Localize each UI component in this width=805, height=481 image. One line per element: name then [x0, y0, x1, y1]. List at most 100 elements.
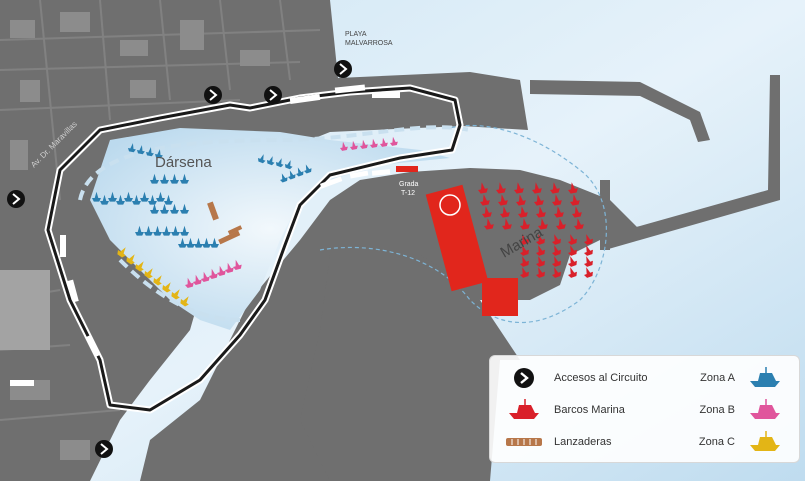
boat-mark	[92, 191, 101, 202]
boat-mark	[570, 194, 580, 206]
boat-mark	[148, 194, 157, 205]
circuit-track	[44, 84, 464, 414]
boat-mark	[153, 275, 162, 286]
grada-label-1: Grada	[399, 181, 419, 188]
boat-mark	[584, 267, 593, 278]
boat-mark	[518, 206, 528, 218]
channel-lines	[78, 125, 471, 322]
legend-label: Barcos Marina	[554, 404, 625, 416]
boat-mark	[480, 194, 490, 206]
boat-mark	[156, 191, 165, 202]
boat-mark	[137, 145, 145, 155]
boat-mark	[572, 206, 582, 218]
legend-label: Zona C	[698, 436, 735, 448]
legend-label: Zona A	[700, 372, 735, 384]
legend-item-zona-a: Zona A	[700, 366, 789, 390]
boat-mark	[160, 173, 169, 184]
blue-boat-icon	[741, 367, 789, 389]
zona-b-boats	[185, 136, 398, 289]
playa-label-1: PLAYA	[345, 31, 367, 38]
boat-mark	[514, 182, 524, 194]
boat-mark	[280, 173, 288, 183]
boat-mark	[117, 247, 126, 258]
yellow-boat-icon	[741, 431, 789, 453]
zona-a-boats	[92, 143, 312, 248]
boat-mark	[520, 218, 530, 230]
boat-mark	[185, 277, 194, 289]
boat-mark	[126, 254, 135, 265]
track-markers	[10, 84, 400, 386]
boat-mark	[150, 173, 159, 184]
access-arrow-icon[interactable]	[264, 86, 282, 104]
boat-mark	[536, 256, 545, 267]
legend-item-zona-b: Zona B	[700, 398, 789, 422]
boat-mark	[186, 237, 195, 248]
boat-mark	[536, 245, 545, 256]
boat-mark	[201, 271, 210, 283]
boat-mark	[135, 261, 144, 272]
boat-mark	[132, 194, 141, 205]
boat-mark	[568, 256, 577, 267]
grada-t12-stand	[396, 166, 418, 172]
boat-mark	[350, 140, 358, 150]
boat-mark	[550, 182, 560, 194]
boat-mark	[153, 225, 162, 236]
access-arrow-icon[interactable]	[7, 190, 25, 208]
boat-mark	[484, 218, 494, 230]
boat-mark	[568, 267, 577, 278]
boat-mark	[150, 203, 159, 214]
boat-mark	[552, 267, 561, 278]
boat-mark	[478, 182, 488, 194]
boat-mark	[552, 256, 561, 267]
boat-mark	[536, 234, 545, 245]
boat-mark	[210, 237, 219, 248]
boat-mark	[552, 194, 562, 206]
boat-mark	[516, 194, 526, 206]
boat-mark	[162, 282, 171, 293]
legend-label: Zona B	[699, 404, 735, 416]
boat-mark	[116, 194, 125, 205]
access-point-markers	[7, 60, 352, 458]
boat-mark	[144, 225, 153, 236]
boat-mark	[532, 182, 542, 194]
zona-c-boats	[117, 247, 189, 307]
boat-mark	[520, 256, 529, 267]
boat-mark	[520, 267, 529, 278]
boat-mark	[496, 182, 506, 194]
boat-mark	[536, 206, 546, 218]
red-boat-icon	[500, 399, 548, 421]
boat-mark	[288, 170, 296, 180]
boat-mark	[552, 234, 561, 245]
grada-label-2: T-12	[401, 190, 415, 197]
boat-mark	[180, 173, 189, 184]
breakwater-east	[600, 75, 780, 250]
boat-mark	[520, 245, 529, 256]
breakwater-north	[530, 80, 710, 142]
boat-mark	[233, 259, 242, 271]
boat-mark	[556, 218, 566, 230]
boat-mark	[498, 194, 508, 206]
boat-mark	[370, 138, 378, 148]
boat-mark	[390, 136, 398, 146]
boat-mark	[135, 225, 144, 236]
boat-mark	[340, 141, 348, 151]
boat-mark	[534, 194, 544, 206]
boat-mark	[552, 245, 561, 256]
boat-mark	[584, 256, 593, 267]
access-arrow-icon[interactable]	[95, 440, 113, 458]
access-arrow-icon[interactable]	[204, 86, 222, 104]
city-blocks	[0, 12, 270, 460]
legend: Accesos al Circuito Barcos Marina Lanzad…	[489, 355, 800, 463]
boat-mark	[128, 143, 136, 153]
boat-mark	[160, 203, 169, 214]
boat-mark	[155, 149, 163, 159]
access-arrow-icon[interactable]	[334, 60, 352, 78]
boat-mark	[180, 225, 189, 236]
shuttle-boats	[207, 201, 243, 245]
legend-label: Accesos al Circuito	[554, 372, 648, 384]
boat-mark	[520, 234, 529, 245]
marina-route	[319, 124, 607, 324]
legend-label: Lanzaderas	[554, 436, 612, 448]
